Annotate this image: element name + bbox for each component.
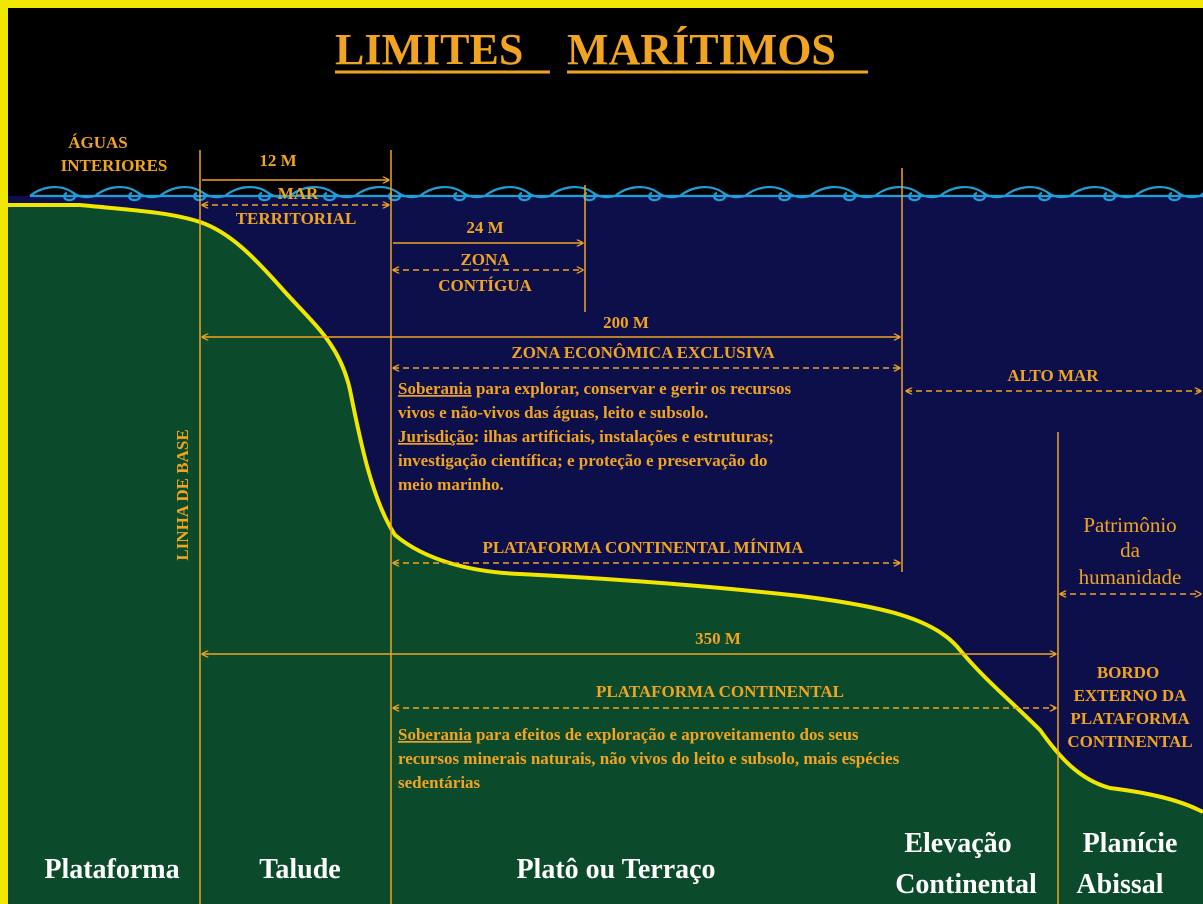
region-elevacao-line1: Elevação	[904, 828, 1011, 859]
linha-de-base-label: LINHA DE BASE	[173, 429, 192, 560]
patrimonio-line1: Patrimônio	[1083, 513, 1176, 537]
aguas-interiores-line2: INTERIORES	[61, 156, 168, 175]
patrimonio-line3: humanidade	[1079, 565, 1182, 589]
region-elevacao-line2: Continental	[895, 869, 1037, 900]
sea-surface-waves	[29, 186, 1203, 202]
mar-territorial-line1: MAR	[278, 184, 319, 203]
bordo-line1: BORDO	[1097, 663, 1159, 682]
plataforma-continental-label: PLATAFORMA CONTINENTAL	[596, 682, 844, 701]
distance-arrows	[202, 180, 1201, 708]
seabed-land	[8, 205, 1203, 904]
zona-contigua-line1: ZONA	[460, 250, 510, 269]
region-labels: Plataforma Talude Platô ou Terraço Eleva…	[44, 828, 1177, 900]
aguas-interiores-line1: ÁGUAS	[68, 133, 128, 152]
bordo-externo-label: BORDO EXTERNO DA PLATAFORMA CONTINENTAL	[1067, 663, 1192, 751]
title-word-1: LIMITES	[335, 25, 523, 74]
region-talude: Talude	[259, 854, 340, 885]
plataforma-minima-label: PLATAFORMA CONTINENTAL MÍNIMA	[482, 538, 804, 557]
distance-24m: 24 M	[466, 218, 503, 237]
alto-mar-label: ALTO MAR	[1007, 366, 1099, 385]
pc-text-line2: recursos minerais naturais, não vivos do…	[398, 749, 900, 768]
distance-200m: 200 M	[603, 313, 649, 332]
pc-text-line3: sedentárias	[398, 773, 481, 792]
patrimonio-line2: da	[1120, 538, 1141, 562]
pc-description: Soberania para efeitos de exploração e a…	[398, 725, 900, 792]
zee-label: ZONA ECONÔMICA EXCLUSIVA	[511, 343, 775, 362]
region-planicie-line2: Abissal	[1076, 869, 1163, 900]
boundary-lines	[199, 150, 1059, 904]
zee-description: Soberania para explorar, conservar e ger…	[398, 379, 792, 494]
zee-text-line4: investigação científica; e proteção e pr…	[398, 451, 768, 470]
distance-12m: 12 M	[259, 151, 296, 170]
zona-contigua-line2: CONTÍGUA	[438, 276, 532, 295]
bordo-line3: PLATAFORMA	[1070, 709, 1190, 728]
zee-text-line3: Jurisdição: ilhas artificiais, instalaçõ…	[398, 427, 774, 446]
title-word-2: MARÍTIMOS	[567, 25, 836, 74]
patrimonio-label: Patrimônio da humanidade	[1079, 513, 1182, 589]
bordo-line4: CONTINENTAL	[1067, 732, 1192, 751]
coastline	[8, 203, 1203, 814]
zee-text-line2: vivos e não-vivos das águas, leito e sub…	[398, 403, 708, 422]
mar-territorial-line2: TERRITORIAL	[236, 209, 357, 228]
region-plato: Platô ou Terraço	[516, 854, 715, 885]
region-plataforma: Plataforma	[44, 854, 179, 885]
distance-350m: 350 M	[695, 629, 741, 648]
zee-text-line5: meio marinho.	[398, 475, 504, 494]
region-planicie-line1: Planície	[1083, 828, 1178, 859]
pc-text-line1: Soberania para efeitos de exploração e a…	[398, 725, 859, 744]
bordo-line2: EXTERNO DA	[1074, 686, 1188, 705]
zee-text-line1: Soberania para explorar, conservar e ger…	[398, 379, 792, 398]
